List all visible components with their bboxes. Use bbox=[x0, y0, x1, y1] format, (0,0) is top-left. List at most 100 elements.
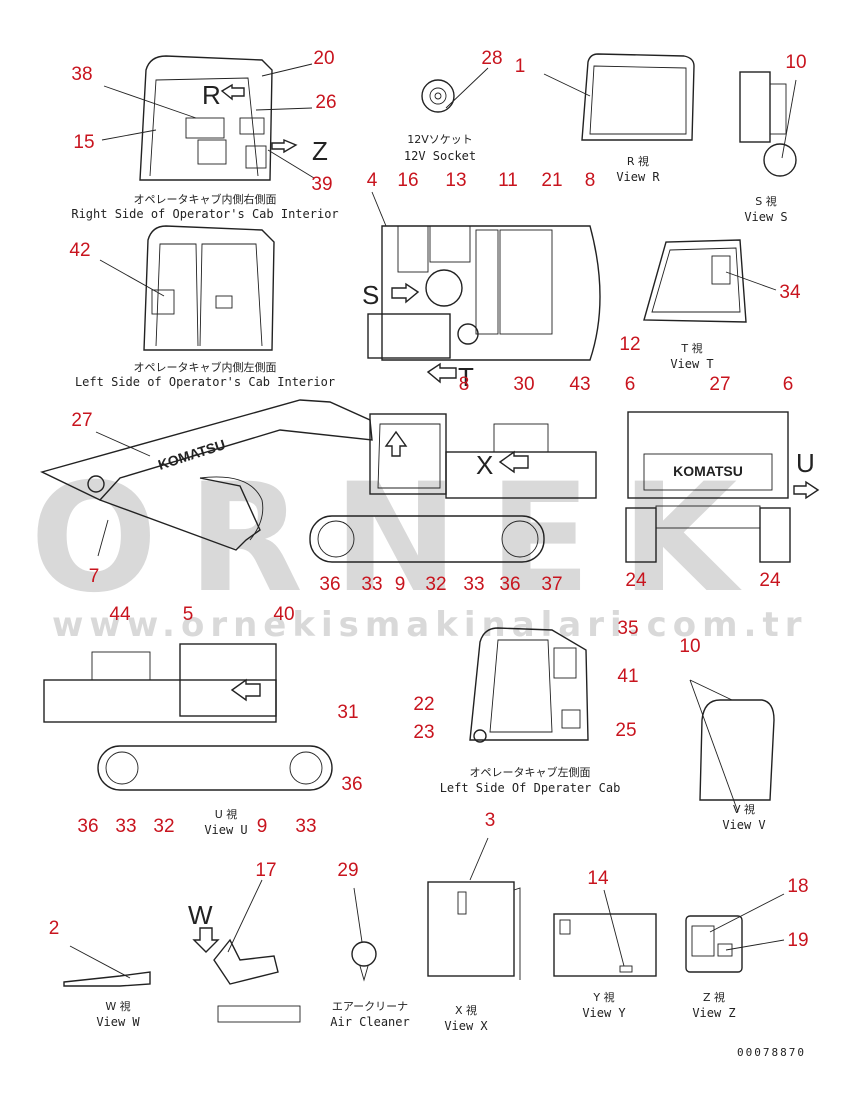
caption-view-r-ja: R 視 bbox=[627, 154, 649, 168]
left-outer-cab-figure bbox=[469, 627, 589, 743]
callout-27: 27 bbox=[71, 410, 92, 431]
caption-view-u-ja: U 視 bbox=[215, 807, 238, 821]
view-letter-r: R bbox=[202, 80, 221, 110]
caption-view-v-ja: V 視 bbox=[733, 802, 755, 816]
callout-38: 38 bbox=[71, 64, 92, 85]
caption-view-v-en: View V bbox=[722, 818, 765, 832]
callout-10: 10 bbox=[679, 636, 700, 657]
callout-21: 21 bbox=[541, 170, 562, 191]
callout-36: 36 bbox=[319, 574, 340, 595]
caption-view-x-en: View X bbox=[444, 1019, 488, 1033]
caption-view-s-ja: S 視 bbox=[755, 194, 776, 208]
callout-17: 17 bbox=[255, 860, 276, 881]
view-letter-z: Z bbox=[312, 136, 328, 166]
caption-left-cab-en: Left Side of Operator's Cab Interior bbox=[75, 375, 335, 389]
callout-24: 24 bbox=[759, 570, 781, 591]
caption-view-z-en: View Z bbox=[692, 1006, 735, 1020]
machine-top-view-figure bbox=[367, 191, 601, 384]
right-cab-interior-figure bbox=[101, 55, 315, 181]
callout-8: 8 bbox=[459, 374, 470, 395]
callout-4: 4 bbox=[367, 170, 378, 191]
callout-31: 31 bbox=[337, 702, 358, 723]
view-r-figure bbox=[543, 53, 695, 141]
excavator-side-figure bbox=[40, 399, 597, 563]
callout-42: 42 bbox=[69, 240, 90, 261]
callout-15: 15 bbox=[73, 132, 94, 153]
callout-32: 32 bbox=[153, 816, 174, 837]
excavator-rear-figure bbox=[625, 411, 820, 563]
view-t-figure bbox=[643, 239, 777, 323]
caption-left-outer-cab-en: Left Side Of Dperater Cab bbox=[440, 781, 621, 795]
callout-32: 32 bbox=[425, 574, 446, 595]
callout-14: 14 bbox=[587, 868, 609, 889]
callout-5: 5 bbox=[183, 604, 194, 625]
caption-view-u-en: View U bbox=[204, 823, 247, 837]
view-letter-t: T bbox=[458, 362, 474, 392]
view-letter-w: W bbox=[188, 900, 213, 930]
callout-9: 9 bbox=[257, 816, 268, 837]
callout-37: 37 bbox=[541, 574, 562, 595]
callout-7: 7 bbox=[89, 566, 100, 587]
caption-air-cleaner-en: Air Cleaner bbox=[330, 1015, 409, 1029]
caption-socket-en: 12V Socket bbox=[404, 149, 476, 163]
view-x-figure bbox=[427, 837, 521, 980]
callout-6: 6 bbox=[625, 374, 636, 395]
callout-1: 1 bbox=[515, 56, 526, 77]
caption-view-t-en: View T bbox=[670, 357, 713, 371]
caption-air-cleaner-ja: エアークリーナ bbox=[332, 1000, 408, 1013]
callout-27: 27 bbox=[709, 374, 730, 395]
callout-33: 33 bbox=[295, 816, 316, 837]
watermark-brand: ORNEK bbox=[30, 452, 767, 626]
caption-right-cab-ja: オペレータキャブ内側右側面 bbox=[134, 192, 277, 206]
view-letter-x: X bbox=[476, 450, 493, 480]
caption-socket-ja: 12Vソケット bbox=[407, 133, 473, 146]
callout-24: 24 bbox=[625, 570, 647, 591]
rear-brand-lettering: KOMATSU bbox=[673, 463, 743, 479]
callout-41: 41 bbox=[617, 666, 638, 687]
callout-39: 39 bbox=[311, 174, 332, 195]
socket-figure bbox=[421, 67, 489, 113]
caption-view-x-ja: X 視 bbox=[455, 1003, 477, 1017]
callout-6: 6 bbox=[783, 374, 794, 395]
caption-view-y-ja: Y 視 bbox=[592, 990, 614, 1004]
callout-16: 16 bbox=[397, 170, 418, 191]
caption-right-cab-en: Right Side of Operator's Cab Interior bbox=[71, 207, 338, 221]
callout-33: 33 bbox=[463, 574, 484, 595]
caption-view-w-en: View W bbox=[96, 1015, 140, 1029]
callout-22: 22 bbox=[413, 694, 434, 715]
callout-20: 20 bbox=[313, 48, 334, 69]
callout-18: 18 bbox=[787, 876, 808, 897]
view-w-figure bbox=[63, 945, 151, 987]
callout-13: 13 bbox=[445, 170, 466, 191]
view-letter-s: S bbox=[362, 280, 379, 310]
callout-33: 33 bbox=[115, 816, 136, 837]
callout-33: 33 bbox=[361, 574, 382, 595]
document-id: 00078870 bbox=[737, 1046, 806, 1059]
callout-40: 40 bbox=[273, 604, 294, 625]
callout-2: 2 bbox=[49, 918, 60, 939]
callout-35: 35 bbox=[617, 618, 638, 639]
caption-view-w-ja: W 視 bbox=[105, 999, 130, 1013]
callout-23: 23 bbox=[413, 722, 434, 743]
caption-left-cab-ja: オペレータキャブ内側左側面 bbox=[134, 360, 277, 374]
callout-28: 28 bbox=[481, 48, 502, 69]
air-cleaner-figure bbox=[351, 887, 377, 982]
caption-view-y-en: View Y bbox=[582, 1006, 626, 1020]
callout-9: 9 bbox=[395, 574, 406, 595]
callout-8: 8 bbox=[585, 170, 596, 191]
view-y-figure bbox=[553, 889, 657, 977]
view-u-figure bbox=[43, 643, 333, 791]
callout-11: 11 bbox=[498, 170, 518, 191]
view-letter-u: U bbox=[796, 448, 815, 478]
caption-view-s-en: View S bbox=[744, 210, 787, 224]
callout-43: 43 bbox=[569, 374, 590, 395]
caption-view-r-en: View R bbox=[616, 170, 660, 184]
caption-left-outer-cab-ja: オペレータキャブ左側面 bbox=[470, 765, 591, 779]
left-cab-interior-figure bbox=[99, 225, 275, 351]
seat-figure bbox=[192, 879, 301, 1023]
view-z-figure bbox=[685, 893, 785, 973]
callout-36: 36 bbox=[499, 574, 520, 595]
callout-29: 29 bbox=[337, 860, 358, 881]
